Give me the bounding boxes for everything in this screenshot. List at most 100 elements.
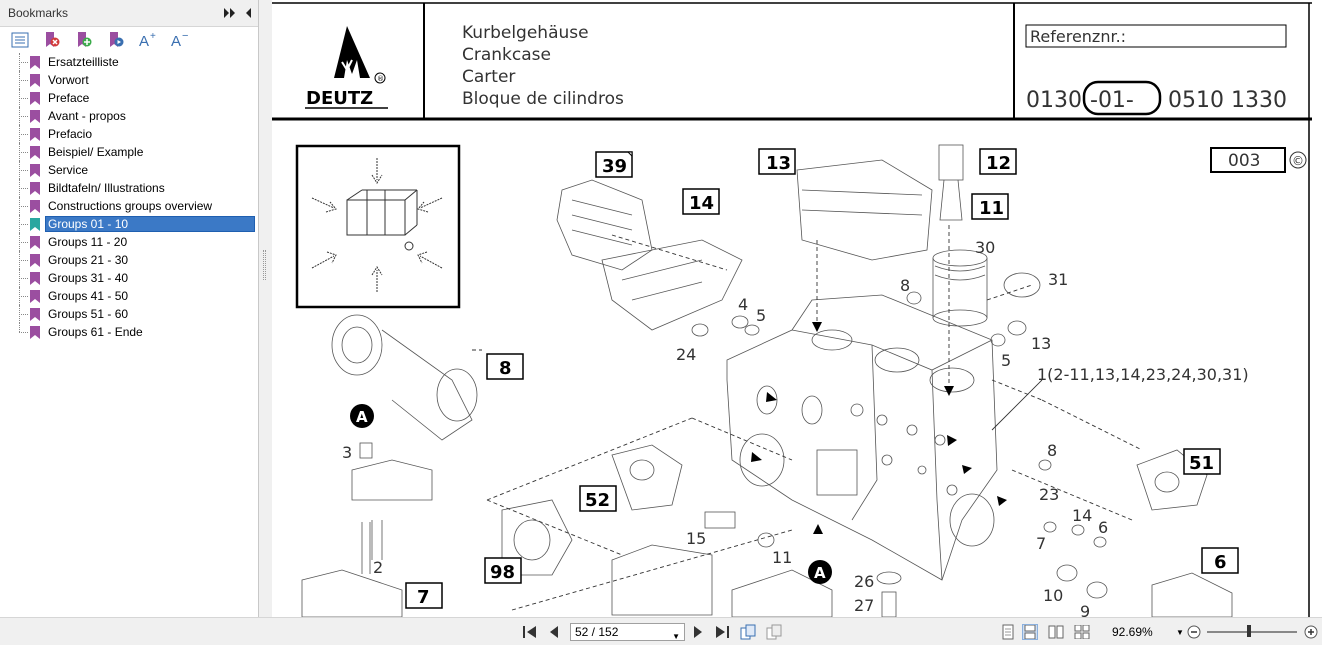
svg-text:10: 10: [1043, 586, 1063, 605]
bookmark-label: Groups 31 - 40: [48, 271, 129, 285]
bookmark-item[interactable]: Avant - propos: [0, 107, 258, 125]
bookmark-label: Avant - propos: [48, 109, 126, 123]
next-view-icon[interactable]: [766, 624, 782, 640]
svg-text:+: +: [150, 31, 156, 42]
panel-splitter[interactable]: [259, 0, 272, 617]
bookmark-item[interactable]: Vorwort: [0, 71, 258, 89]
callout-8: 8: [486, 353, 524, 380]
svg-text:A: A: [814, 564, 826, 582]
view-marker-a-bottom: A: [808, 560, 832, 584]
bookmark-label: Service: [48, 163, 89, 177]
document-view[interactable]: DEUTZ ® Kurbelgehäuse Crankcase Carter B…: [272, 0, 1322, 617]
svg-text:©: ©: [1292, 154, 1304, 168]
svg-text:A: A: [356, 408, 368, 426]
bookmark-icon: [30, 217, 40, 231]
zoom-slider[interactable]: [1207, 631, 1297, 633]
svg-text:6: 6: [1214, 552, 1227, 573]
previous-page-icon[interactable]: [546, 624, 562, 640]
zoom-out-icon[interactable]: [1186, 624, 1202, 640]
single-page-icon[interactable]: [1000, 624, 1016, 640]
bookmark-icon: [30, 145, 40, 159]
bookmark-item[interactable]: Preface: [0, 89, 258, 107]
callout-51: 51: [1183, 448, 1221, 475]
bookmark-icon: [30, 253, 40, 267]
svg-text:2: 2: [373, 558, 383, 577]
bookmark-item[interactable]: Prefacio: [0, 125, 258, 143]
svg-text:8: 8: [499, 358, 512, 379]
continuous-facing-icon[interactable]: [1074, 624, 1090, 640]
facing-pages-icon[interactable]: [1048, 624, 1064, 640]
bookmark-label: Vorwort: [48, 73, 89, 87]
svg-text:9: 9: [1080, 602, 1090, 617]
go-to-bookmark-icon[interactable]: [106, 30, 126, 50]
svg-text:8: 8: [1047, 441, 1057, 460]
bookmark-item[interactable]: Groups 51 - 60: [0, 305, 258, 323]
bookmark-label: Preface: [48, 91, 90, 105]
tree-connector: [19, 314, 28, 315]
svg-text:1(2-11,13,14,23,24,30,31): 1(2-11,13,14,23,24,30,31): [1037, 365, 1249, 384]
bookmark-item[interactable]: Constructions groups overview: [0, 197, 258, 215]
zoom-level[interactable]: 92.69%: [1112, 625, 1153, 639]
bookmark-options-icon[interactable]: [10, 30, 30, 50]
bookmark-item[interactable]: Ersatzteilliste: [0, 53, 258, 71]
add-bookmark-icon[interactable]: [74, 30, 94, 50]
bookmark-icon: [30, 289, 40, 303]
svg-text:11: 11: [772, 548, 792, 567]
bookmark-item[interactable]: Groups 01 - 10: [0, 215, 258, 233]
bookmark-icon: [30, 127, 40, 141]
zoom-dropdown-icon[interactable]: ▼: [1176, 627, 1184, 637]
bookmark-item[interactable]: Groups 11 - 20: [0, 233, 258, 251]
svg-text:14: 14: [1072, 506, 1092, 525]
svg-text:26: 26: [854, 572, 874, 591]
expand-panel-icon[interactable]: [222, 5, 238, 21]
tree-connector: [19, 188, 28, 189]
bookmark-label: Groups 01 - 10: [45, 216, 255, 232]
tree-connector: [19, 278, 28, 279]
bookmark-item[interactable]: Groups 21 - 30: [0, 251, 258, 269]
svg-text:5: 5: [1001, 351, 1011, 370]
first-page-icon[interactable]: [522, 624, 538, 640]
next-page-icon[interactable]: [690, 624, 706, 640]
svg-text:52: 52: [585, 490, 610, 511]
callout-14: 14: [682, 188, 720, 215]
bookmark-item[interactable]: Groups 41 - 50: [0, 287, 258, 305]
page-dropdown-icon[interactable]: ▼: [672, 632, 680, 641]
decrease-font-icon[interactable]: A−: [170, 30, 190, 50]
tree-connector: [19, 206, 28, 207]
bookmark-label: Groups 11 - 20: [48, 235, 128, 249]
bookmark-item[interactable]: Service: [0, 161, 258, 179]
delete-bookmark-icon[interactable]: [42, 30, 62, 50]
zoom-in-icon[interactable]: [1303, 624, 1319, 640]
page-number-field[interactable]: 52 / 152 ▼: [570, 623, 685, 641]
boxed-callouts: 39 13 12 11 14 8 51 52 98 7 6: [405, 148, 1239, 609]
svg-text:7: 7: [417, 587, 430, 608]
continuous-page-icon[interactable]: [1022, 624, 1038, 640]
bookmark-icon: [30, 271, 40, 285]
bookmark-item[interactable]: Beispiel/ Example: [0, 143, 258, 161]
svg-text:8: 8: [900, 276, 910, 295]
bookmark-item[interactable]: Groups 31 - 40: [0, 269, 258, 287]
bookmark-icon: [30, 73, 40, 87]
callout-12: 12: [979, 148, 1017, 175]
previous-view-icon[interactable]: [740, 624, 756, 640]
title-es: Bloque de cilindros: [462, 89, 624, 109]
svg-text:23: 23: [1039, 485, 1059, 504]
zoom-slider-thumb[interactable]: [1247, 625, 1251, 637]
collapse-panel-icon[interactable]: [240, 5, 256, 21]
splitter-grip: [263, 250, 266, 280]
bookmark-label: Groups 51 - 60: [48, 307, 129, 321]
exploded-parts-drawing: [301, 144, 1233, 617]
last-page-icon[interactable]: [714, 624, 730, 640]
bookmark-icon: [30, 163, 40, 177]
brand-text: DEUTZ: [306, 88, 373, 109]
bookmark-label: Prefacio: [48, 127, 93, 141]
increase-font-icon[interactable]: A+: [138, 30, 158, 50]
assembly-arrows: [751, 322, 1007, 534]
svg-text:12: 12: [986, 153, 1011, 174]
svg-text:A: A: [139, 33, 149, 49]
page-number-value: 52 / 152: [575, 625, 619, 639]
bookmark-item[interactable]: Groups 61 - Ende: [0, 323, 258, 341]
ref-number-left: 0130: [1026, 88, 1082, 113]
bookmark-item[interactable]: Bildtafeln/ Illustrations: [0, 179, 258, 197]
